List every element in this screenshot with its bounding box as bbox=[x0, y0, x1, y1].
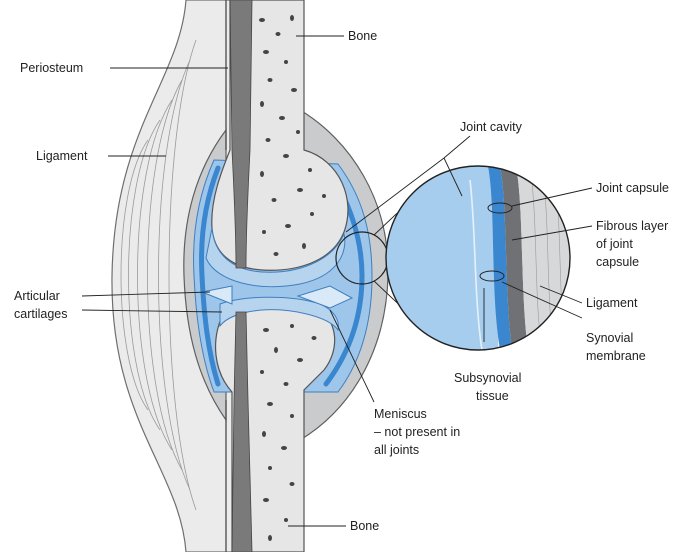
label-fibrous-1: Fibrous layer bbox=[596, 219, 668, 233]
label-articular-2: cartilages bbox=[14, 307, 68, 321]
label-synovial-2: membrane bbox=[586, 349, 646, 363]
label-bone-bottom: Bone bbox=[350, 519, 379, 533]
label-synovial-1: Synovial bbox=[586, 331, 633, 345]
label-meniscus-1: Meniscus bbox=[374, 407, 427, 421]
label-ligament-right: Ligament bbox=[586, 296, 638, 310]
label-fibrous-2: of joint bbox=[596, 237, 633, 251]
leader-joint-cavity-1 bbox=[444, 136, 470, 158]
label-periosteum: Periosteum bbox=[20, 61, 83, 75]
label-meniscus-3: all joints bbox=[374, 443, 419, 457]
label-joint-cavity: Joint cavity bbox=[460, 120, 523, 134]
label-subsynovial-1: Subsynovial bbox=[454, 371, 521, 385]
label-joint-capsule: Joint capsule bbox=[596, 181, 669, 195]
label-bone-top: Bone bbox=[348, 29, 377, 43]
label-articular-1: Articular bbox=[14, 289, 60, 303]
label-meniscus-2: – not present in bbox=[374, 425, 460, 439]
label-fibrous-3: capsule bbox=[596, 255, 639, 269]
label-subsynovial-2: tissue bbox=[476, 389, 509, 403]
label-ligament-left: Ligament bbox=[36, 149, 88, 163]
magnified-inset bbox=[386, 166, 570, 350]
